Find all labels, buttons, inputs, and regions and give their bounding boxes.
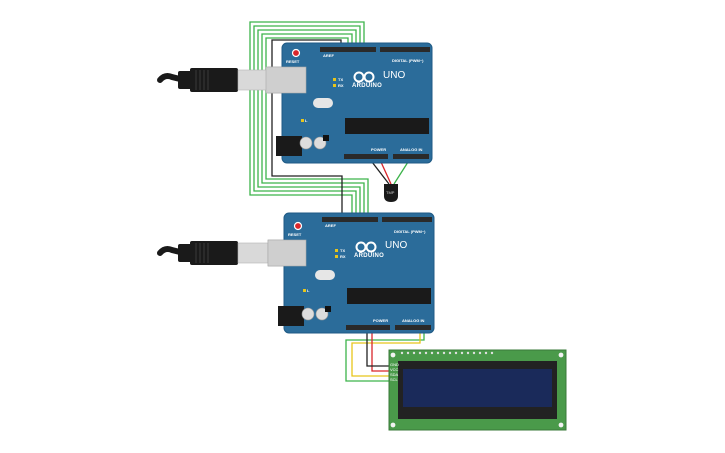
wires-board1-to-board2: [249, 21, 369, 215]
wire-lcd-yellow[interactable]: [351, 330, 421, 377]
usb-port-1: [265, 66, 307, 94]
sensor-label: TMP: [386, 190, 395, 195]
board-2-analog-label: ANALOG IN: [402, 318, 425, 323]
board-2-aref-label: AREF: [325, 223, 336, 228]
board-1-rx-label: RX: [338, 83, 344, 88]
board-1-tx-label: TX: [338, 77, 344, 82]
wire-lcd-black[interactable]: [366, 330, 391, 367]
led-l-2: [303, 289, 306, 292]
wire-green-3[interactable]: [257, 29, 361, 215]
led-rx-1: [333, 84, 336, 87]
wires-board1-to-sensor: [371, 161, 409, 185]
analog-header-1: [393, 154, 429, 159]
arduino-board-2[interactable]: [267, 212, 435, 334]
reset-button-1[interactable]: [291, 48, 301, 58]
regulator-1: [323, 135, 329, 141]
board-1-reset-label: RESET: [286, 59, 300, 64]
wire-sensor-green[interactable]: [393, 161, 409, 185]
power-jack-1: [276, 136, 302, 156]
crystal-1: [313, 98, 333, 108]
wire-green-1[interactable]: [249, 21, 365, 215]
usb-port-2: [267, 239, 307, 267]
board-2-rx-label: RX: [340, 254, 346, 259]
wire-black-gnd[interactable]: [271, 39, 343, 215]
lcd-screen: [403, 369, 552, 407]
temperature-sensor[interactable]: [384, 184, 398, 202]
wire-green-2[interactable]: [253, 25, 361, 215]
board-1-analog-label: ANALOG IN: [400, 147, 423, 152]
reset-button-2[interactable]: [293, 221, 303, 231]
wires-board2-to-lcd: [345, 330, 425, 382]
led-tx-2: [335, 249, 338, 252]
board-2-digital-label: DIGITAL (PWM~): [394, 229, 426, 234]
wire-lcd-green[interactable]: [345, 330, 425, 382]
digital-header-1b: [380, 47, 430, 52]
led-l-1: [301, 119, 304, 122]
board-2-tx-label: TX: [340, 248, 346, 253]
board-2-l-label: L: [307, 288, 310, 293]
lcd-mount-holes: [390, 352, 564, 428]
lcd-pin-gnd: GND: [390, 362, 399, 367]
board-2-reset-label: RESET: [288, 232, 302, 237]
board-1-aref-label: AREF: [323, 53, 334, 58]
wire-green-4[interactable]: [261, 33, 365, 215]
lcd-pin-vcc: VCC: [390, 367, 399, 372]
board-2-model-label: UNO: [385, 240, 408, 251]
digital-header-2a: [322, 217, 378, 222]
board-1-l-label: L: [305, 118, 308, 123]
board-1-power-label: POWER: [371, 147, 387, 152]
lcd-pin-scl: SCL: [390, 377, 398, 382]
crystal-2: [315, 270, 335, 280]
led-tx-1: [333, 78, 336, 81]
board-1-brand-label: ARDUINO: [352, 83, 383, 89]
regulator-2: [325, 306, 331, 312]
mcu-chip-1: [345, 118, 429, 134]
led-rx-2: [335, 255, 338, 258]
arduino-logo-1: [353, 71, 375, 83]
digital-header-2b: [382, 217, 432, 222]
power-header-1: [344, 154, 388, 159]
board-2-power-label: POWER: [373, 318, 389, 323]
lcd-pin-sda: SDA: [390, 372, 399, 377]
lcd-header-pins: [400, 351, 494, 355]
wire-sensor-red[interactable]: [380, 161, 392, 185]
arduino-board-1[interactable]: [265, 42, 433, 164]
analog-header-2: [395, 325, 431, 330]
capacitor-1a: [299, 136, 313, 150]
arduino-logo-2: [355, 241, 377, 253]
lcd-module[interactable]: [388, 349, 567, 431]
board-1-digital-label: DIGITAL (PWM~): [392, 58, 424, 63]
power-jack-2: [278, 306, 304, 326]
wire-green-5[interactable]: [265, 37, 369, 215]
board-1-model-label: UNO: [383, 70, 406, 81]
board-2-brand-label: ARDUINO: [354, 253, 385, 259]
power-header-2: [346, 325, 390, 330]
wire-lcd-red[interactable]: [371, 330, 391, 372]
capacitor-2a: [301, 307, 315, 321]
wire-sensor-black[interactable]: [371, 161, 390, 185]
mcu-chip-2: [347, 288, 431, 304]
digital-header-1a: [320, 47, 376, 52]
